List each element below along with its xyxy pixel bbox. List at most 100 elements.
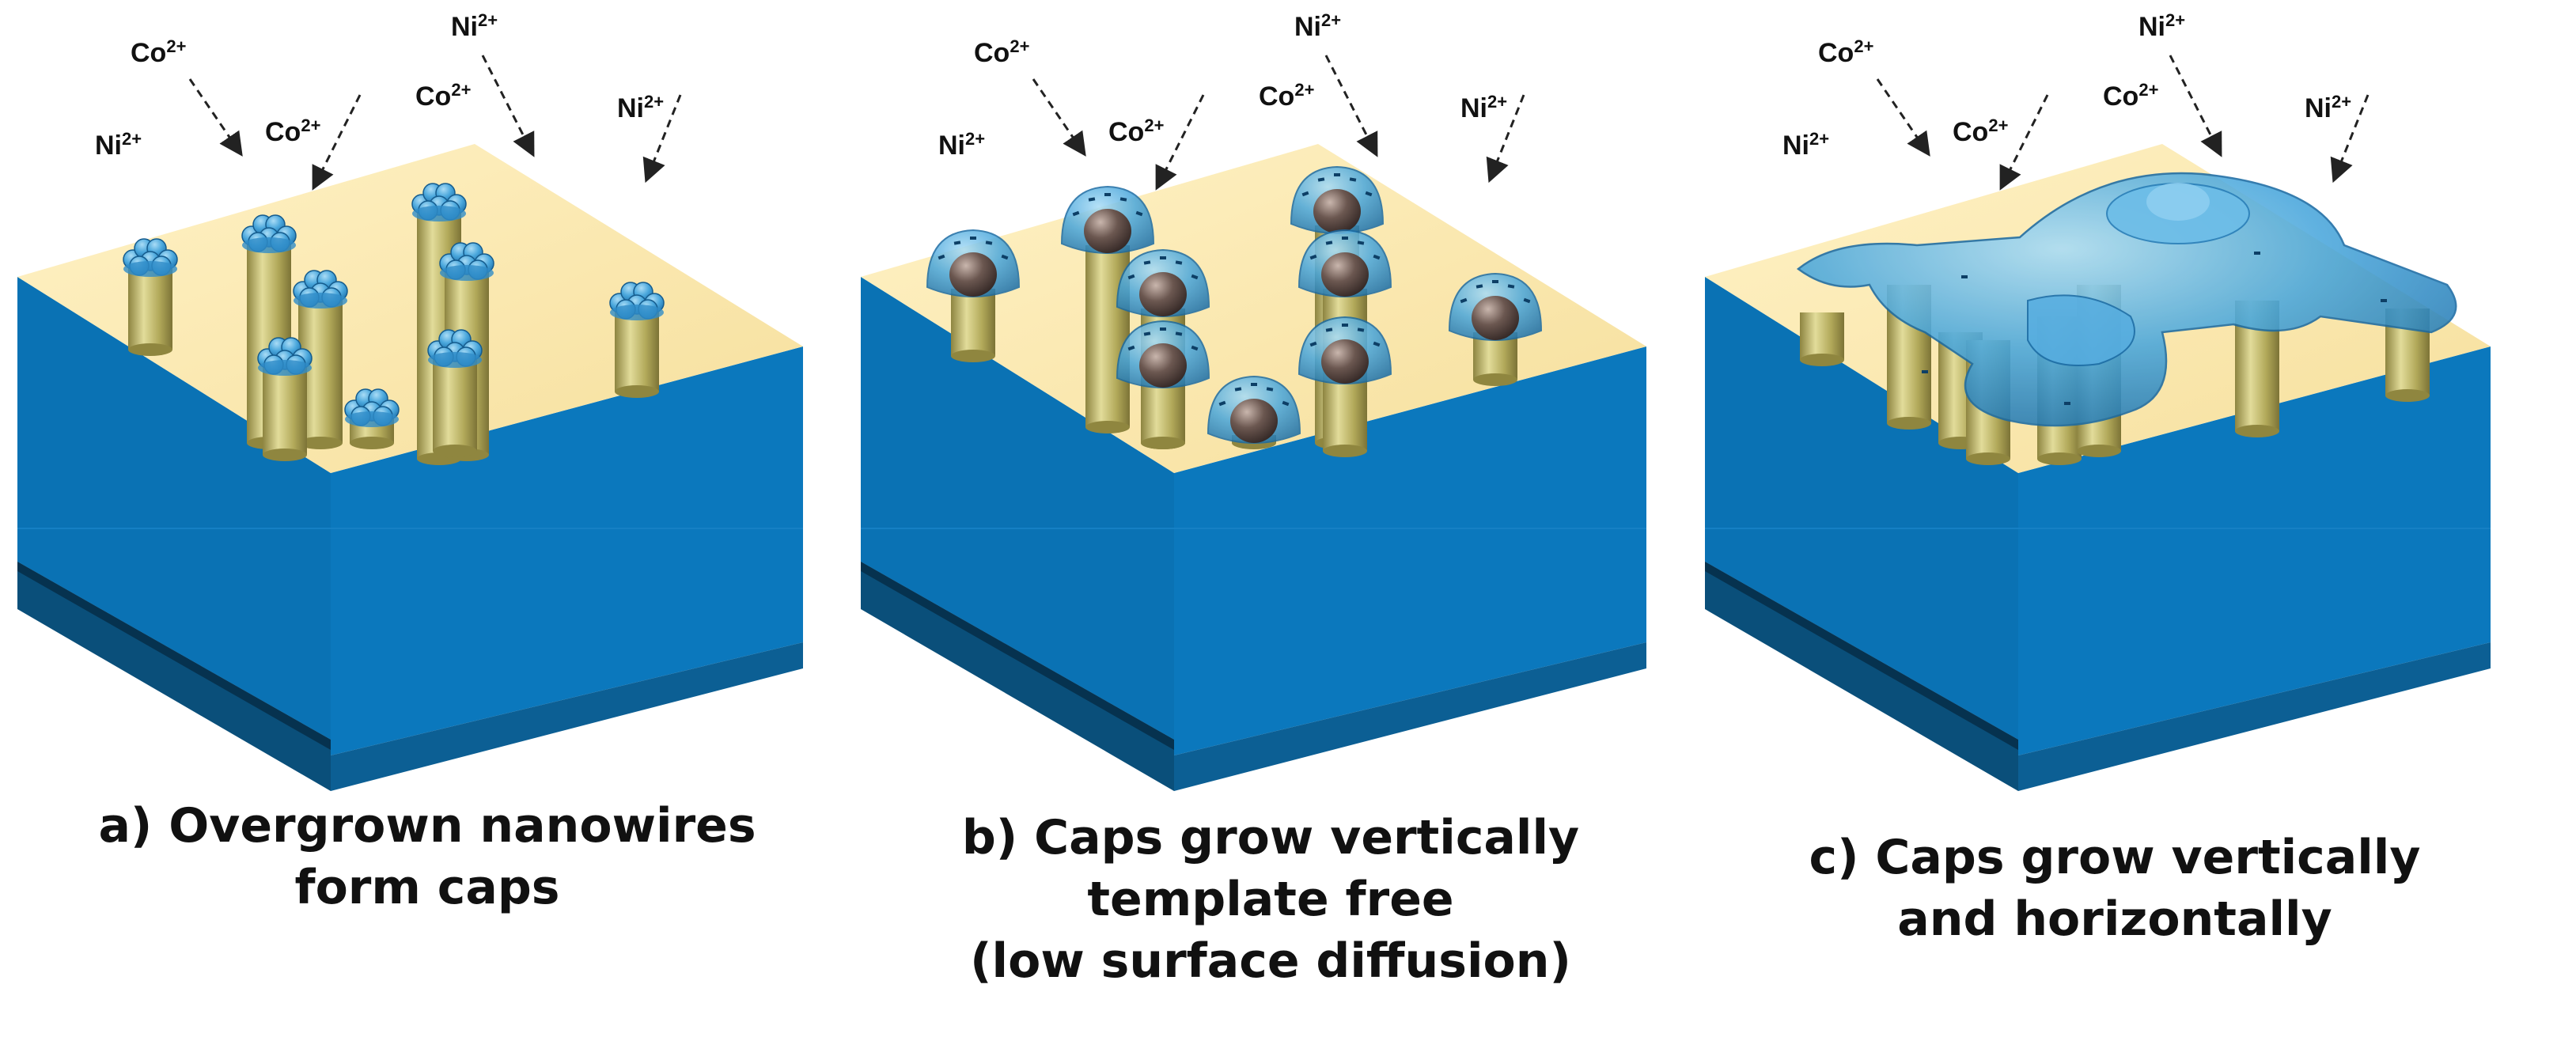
- ion-symbol: Ni: [617, 93, 644, 123]
- nanowire: [1323, 376, 1367, 451]
- small-cap: [427, 329, 483, 368]
- ion-flux-arrow: [188, 78, 243, 157]
- ion-charge: 2+: [1321, 10, 1341, 30]
- ion-charge: 2+: [2138, 80, 2158, 100]
- small-cap: [293, 270, 348, 309]
- top-surface: [17, 144, 803, 473]
- cap-core: [1472, 296, 1519, 340]
- ion-charge: 2+: [1854, 36, 1873, 56]
- ion-label: Co2+: [974, 36, 1029, 68]
- ion-symbol: Co: [2103, 81, 2138, 112]
- ion-label: Ni2+: [617, 92, 664, 123]
- ion-label: Ni2+: [2138, 10, 2185, 42]
- ion-charge: 2+: [451, 80, 471, 100]
- small-cap: [609, 282, 665, 320]
- base-layer-left: [1705, 562, 2018, 791]
- ion-charge: 2+: [1809, 129, 1829, 149]
- ion-flux-arrow: [2330, 94, 2370, 184]
- ion-charge: 2+: [1294, 80, 1314, 100]
- small-cap: [241, 214, 297, 253]
- ion-symbol: Co: [1259, 81, 1294, 112]
- substrate-left-face: [1705, 277, 2018, 740]
- nanowire: [1141, 380, 1185, 443]
- ion-symbol: Co: [974, 38, 1010, 68]
- caption-line: b) Caps grow vertically: [961, 810, 1580, 865]
- nanowire: [951, 289, 995, 356]
- ion-symbol: Ni: [1460, 93, 1487, 123]
- caption-line: form caps: [294, 860, 560, 915]
- base-layer-right: [1174, 642, 1646, 791]
- substrate-right-face: [2018, 346, 2491, 755]
- panel-b: Co2+Ni2+Co2+Ni2+Co2+Ni2+: [861, 10, 1646, 791]
- base-layer-right: [331, 642, 803, 791]
- caption-line: and horizontally: [1897, 891, 2332, 947]
- ion-symbol: Ni: [938, 131, 965, 161]
- ion-label: Ni2+: [938, 129, 985, 161]
- ion-label: Ni2+: [95, 129, 142, 161]
- base-layer-left: [17, 562, 331, 791]
- ion-label: Co2+: [1108, 115, 1164, 147]
- ion-label: Co2+: [415, 80, 471, 112]
- ion-symbol: Ni: [2138, 12, 2165, 42]
- ion-label: Ni2+: [451, 10, 498, 42]
- ion-charge: 2+: [478, 10, 498, 30]
- substrate-left-face: [17, 277, 331, 740]
- ion-label: Co2+: [1953, 115, 2008, 147]
- substrate-left-face: [861, 277, 1174, 740]
- ion-label: Co2+: [265, 115, 320, 147]
- substrate-right-face: [1174, 346, 1646, 755]
- ion-symbol: Ni: [2305, 93, 2332, 123]
- dome-cap: [1116, 248, 1210, 317]
- ion-symbol: Ni: [1294, 12, 1321, 42]
- ion-symbol: Co: [131, 38, 166, 68]
- ion-flux-arrow: [1876, 78, 1930, 157]
- ion-symbol: Co: [265, 117, 301, 147]
- cap-core: [1313, 189, 1361, 233]
- ion-charge: 2+: [1144, 115, 1164, 135]
- ion-symbol: Co: [1818, 38, 1854, 68]
- ion-symbol: Co: [1108, 117, 1144, 147]
- top-surface: [861, 144, 1646, 473]
- ion-flux-arrow: [1999, 94, 2049, 191]
- small-cap: [344, 388, 400, 427]
- ion-label: Ni2+: [1294, 10, 1341, 42]
- ion-symbol: Ni: [1782, 131, 1809, 161]
- caption-a: a) Overgrown nanowires form caps: [16, 795, 839, 918]
- ion-charge: 2+: [644, 92, 664, 112]
- ion-charge: 2+: [1487, 92, 1507, 112]
- ion-flux-arrow: [1486, 94, 1525, 184]
- ion-flux-arrow: [1155, 94, 1205, 191]
- ion-symbol: Ni: [95, 131, 122, 161]
- ion-charge: 2+: [1988, 115, 2008, 135]
- cap-core: [1230, 399, 1278, 443]
- dome-cap: [1297, 316, 1392, 384]
- ion-label: Co2+: [2103, 80, 2158, 112]
- ion-label: Co2+: [1818, 36, 1873, 68]
- ion-charge: 2+: [2165, 10, 2185, 30]
- ion-symbol: Co: [1953, 117, 1988, 147]
- ion-flux-arrow: [2169, 55, 2222, 157]
- ion-flux-arrow: [1032, 78, 1086, 157]
- ion-label: Co2+: [131, 36, 186, 68]
- cap-core: [1139, 343, 1187, 388]
- ion-label: Ni2+: [2305, 92, 2351, 123]
- dome-cap: [1297, 229, 1392, 297]
- cap-core: [949, 252, 997, 297]
- cap-core: [1084, 209, 1131, 253]
- ion-charge: 2+: [2332, 92, 2351, 112]
- base-layer-right: [2018, 642, 2491, 791]
- ion-label: Ni2+: [1460, 92, 1507, 123]
- ion-charge: 2+: [166, 36, 186, 56]
- small-cap: [123, 238, 178, 277]
- ion-charge: 2+: [1010, 36, 1029, 56]
- ion-charge: 2+: [965, 129, 985, 149]
- ion-flux-arrow: [1324, 55, 1378, 157]
- small-cap: [411, 183, 467, 221]
- ion-flux-arrow: [312, 94, 362, 191]
- nanowire: [433, 352, 477, 451]
- ion-label: Co2+: [1259, 80, 1314, 112]
- caption-line: (low surface diffusion): [970, 933, 1571, 989]
- dome-cap: [1448, 272, 1543, 341]
- caption-line: a) Overgrown nanowires: [98, 798, 756, 854]
- ion-charge: 2+: [301, 115, 320, 135]
